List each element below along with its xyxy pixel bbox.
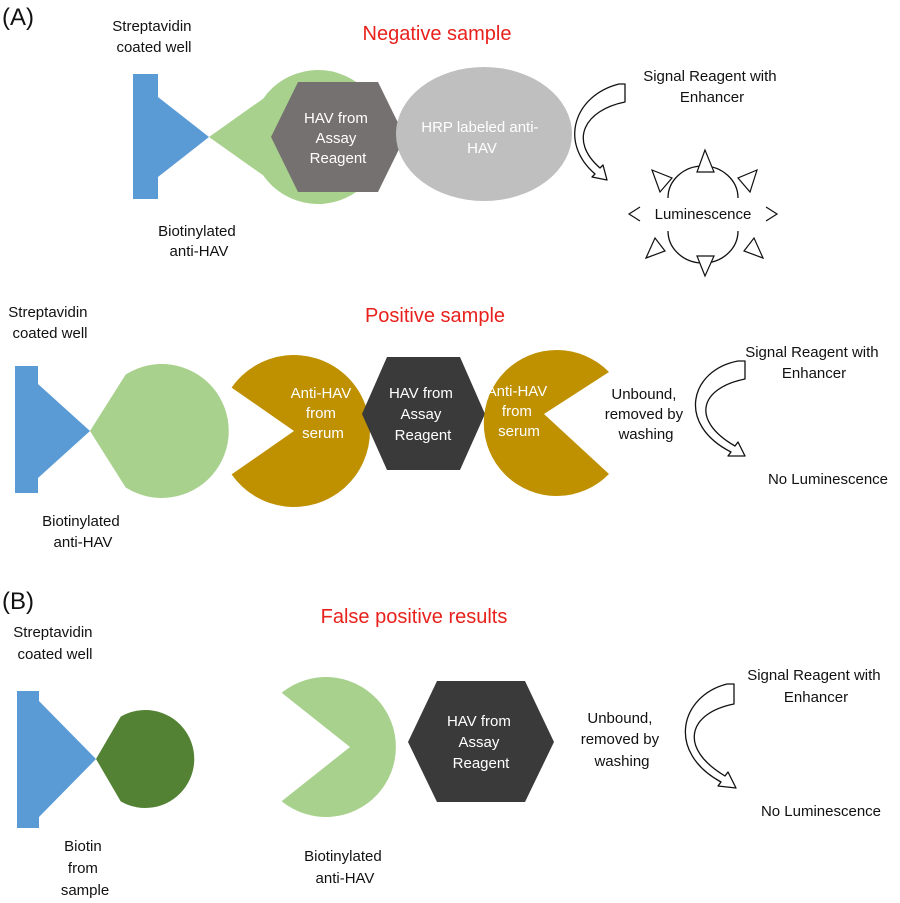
signal-curved-arrow-false-positive bbox=[684, 683, 737, 789]
negative-hrp-label: HRP labeled anti- HAV bbox=[421, 119, 542, 157]
panel-a-label: (A) bbox=[2, 4, 34, 31]
positive-title: Positive sample bbox=[365, 305, 505, 327]
false-positive-unbound-label: Unbound, removed by washing bbox=[581, 710, 664, 770]
biotinylated-anti-hav-free bbox=[281, 677, 396, 817]
panel-b-label: (B) bbox=[2, 588, 34, 615]
streptavidin-well-false-positive bbox=[17, 691, 39, 828]
serum-right-label: Anti-HAV from serum bbox=[487, 383, 552, 440]
positive-hav-label: HAV from Assay Reagent bbox=[389, 385, 457, 444]
serum-anti-hav-right bbox=[483, 349, 609, 496]
positive-unbound-label: Unbound, removed by washing bbox=[605, 386, 688, 443]
panel-b: (B) False positive results Streptavidin … bbox=[2, 588, 885, 899]
biotinylated-anti-hav-positive bbox=[90, 363, 229, 498]
biotin-from-sample-label: Biotin from sample bbox=[61, 838, 109, 899]
negative-hav-label: HAV from Assay Reagent bbox=[304, 110, 372, 167]
false-positive-signal-label: Signal Reagent with Enhancer bbox=[747, 667, 885, 706]
false-positive-result-label: No Luminescence bbox=[761, 803, 881, 820]
serum-left-label: Anti-HAV from serum bbox=[291, 385, 356, 442]
hav-hexagon-negative bbox=[271, 82, 405, 192]
negative-signal-label: Signal Reagent with Enhancer bbox=[643, 68, 781, 106]
panel-a: (A) Negative sample Streptavidin coated … bbox=[2, 4, 781, 278]
well-wedge-false-positive bbox=[39, 701, 96, 817]
hrp-anti-hav-ellipse bbox=[396, 67, 572, 201]
false-positive-well-label: Streptavidin coated well bbox=[13, 624, 96, 663]
false-positive-title: False positive results bbox=[321, 606, 508, 628]
well-wedge-negative bbox=[158, 97, 209, 177]
hav-hexagon-positive bbox=[362, 357, 485, 470]
serum-anti-hav-left bbox=[231, 354, 370, 507]
negative-well-label: Streptavidin coated well bbox=[112, 18, 195, 56]
negative-biotin-label: Biotinylated anti-HAV bbox=[158, 223, 240, 260]
positive-signal-label: Signal Reagent with Enhancer bbox=[745, 344, 883, 382]
hav-hexagon-false-positive bbox=[408, 681, 554, 802]
well-wedge-positive bbox=[38, 384, 90, 478]
streptavidin-well-positive bbox=[15, 366, 38, 493]
signal-curved-arrow-negative bbox=[574, 83, 626, 181]
positive-well-label: Streptavidin coated well bbox=[8, 304, 91, 342]
streptavidin-well-negative bbox=[133, 74, 158, 199]
biotin-from-sample bbox=[96, 710, 195, 808]
false-positive-biotinylated-label: Biotinylated anti-HAV bbox=[304, 848, 386, 887]
negative-title: Negative sample bbox=[363, 23, 512, 45]
positive-biotin-label: Biotinylated anti-HAV bbox=[42, 513, 124, 551]
negative-result-label: Luminescence bbox=[655, 206, 752, 223]
positive-result-label: No Luminescence bbox=[768, 471, 888, 488]
luminescence-sun-icon bbox=[627, 148, 779, 278]
false-positive-hav-label: HAV from Assay Reagent bbox=[447, 713, 515, 772]
signal-curved-arrow-positive bbox=[694, 360, 746, 457]
panel-a-positive: Positive sample Streptavidin coated well… bbox=[8, 304, 888, 551]
